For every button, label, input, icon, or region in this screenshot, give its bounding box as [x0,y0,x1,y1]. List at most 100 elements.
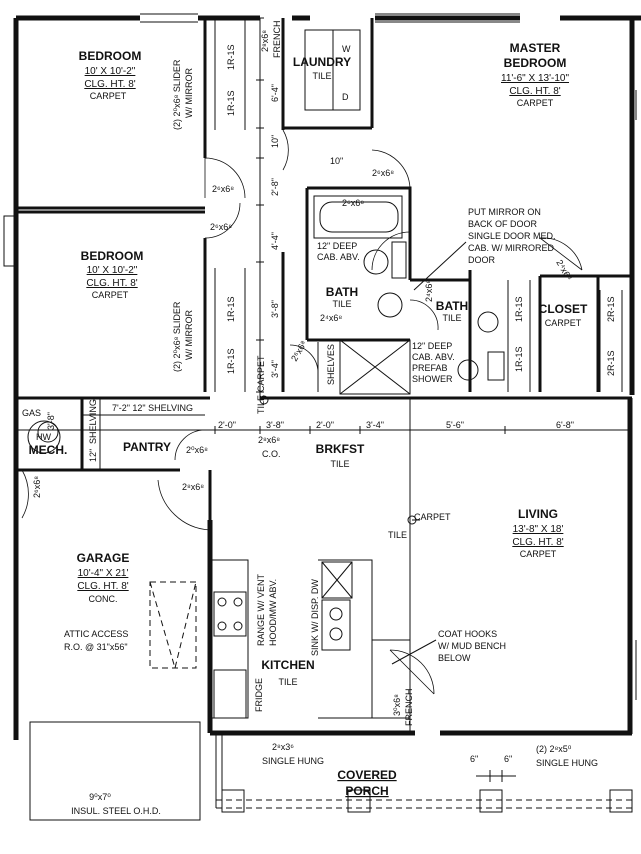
shelf-note-2: 1R-1S [226,90,236,116]
carpet-transition-2: CARPET [414,512,451,522]
door-labels: 2⁶x6⁸ 2⁶x6⁸ 2⁶x6⁸ 2⁴x6⁸ 2⁴x6⁸ 2⁴x6⁸ 2⁰x6… [32,168,574,498]
room-bedroom-2: BEDROOM 10' X 10'-2" CLG. HT. 8' CARPET [81,249,144,300]
dim-4-4: 4'-4" [270,232,280,250]
closet-name: CLOSET [539,302,588,316]
room-garage: GARAGE 10'-4" X 21' CLG. HT. 8' CONC. [77,551,130,604]
mirror-note-5: DOOR [468,255,496,265]
dim-2-8: 2'-8" [270,178,280,196]
shelving-side-2: SHELVING [88,399,98,444]
tile-transition-1: TILE [256,395,266,414]
range-note-1: RANGE W/ VENT [256,573,266,646]
door-label-10: 2⁸x6⁸ [182,482,204,492]
mirror-note-4: CAB. W/ MIRRORED [468,243,555,253]
annotations: (2) 2⁰x6⁸ SLIDER W/ MIRROR (2) 2⁰x6⁸ SLI… [64,21,616,817]
shelf-note-6: 1R-1S [514,346,524,372]
dim-3-4: 3'-4" [270,360,280,378]
bath-1-name: BATH [326,285,358,299]
window-right-size: (2) 2⁸x5⁰ [536,744,572,754]
french-door-top-size: 2⁸x6⁸ [260,30,270,52]
bath-2-name: BATH [436,299,468,313]
dim-3-8-mech: 3'-8" [46,412,56,430]
slider-note-1b: W/ MIRROR [184,68,194,118]
bath-2-floor: TILE [442,313,461,323]
washer-label: W [342,44,351,54]
kitchen-name: KITCHEN [261,658,314,672]
dim-10-vertical: 10" [270,135,280,148]
fridge-note: FRIDGE [254,678,264,712]
bath-1-floor: TILE [332,299,351,309]
closet-floor: CARPET [545,318,582,328]
dim-6-8: 6'-8" [556,420,574,430]
shelf-note-1: 1R-1S [226,44,236,70]
bedroom-1-name: BEDROOM [79,49,142,63]
laundry-floor: TILE [312,71,331,81]
door-label-7: 2⁰x6⁸ [186,445,208,455]
window-right-type: SINGLE HUNG [536,758,598,768]
garage-ceiling: CLG. HT. 8' [77,581,128,592]
door-label-5: 2⁴x6⁸ [424,280,434,302]
shelf-note-3: 1R-1S [226,296,236,322]
dim-3-4-horizontal: 3'-4" [366,420,384,430]
range-note-2: HOOD/MW ABV. [268,579,278,646]
cab-note-1a: 12" DEEP [317,241,357,251]
shelving-top-note: 7'-2" 12" SHELVING [112,403,193,413]
cleanout-note: C.O. [262,449,281,459]
bedroom-1-dims: 10' X 10'-2" [85,66,136,77]
master-name-line2: BEDROOM [504,56,567,70]
master-name-line1: MASTER [510,41,561,55]
shelves-note: SHELVES [326,344,336,385]
room-laundry: LAUNDRY TILE W D [293,44,351,102]
master-floor: CARPET [517,98,554,108]
bedroom-2-dims: 10' X 10'-2" [87,265,138,276]
door-label-4: 2⁴x6⁸ [320,313,342,323]
master-ceiling: CLG. HT. 8' [509,86,560,97]
attic-note-2: R.O. @ 31"x56" [64,642,128,652]
sink-note: SINK W/ DISP. DW [310,579,320,656]
living-ceiling: CLG. HT. 8' [512,537,563,548]
dim-3-8: 3'-8" [270,300,280,318]
french-door-front-size: 3⁰x6⁸ [392,694,402,716]
window-left-type: SINGLE HUNG [262,756,324,766]
slider-note-1a: (2) 2⁰x6⁸ SLIDER [172,59,182,130]
room-pantry: PANTRY [123,440,171,454]
shelf-note-4: 1R-1S [226,348,236,374]
door-label-12: 2⁶x6⁸ [342,198,364,208]
door-label-2: 2⁶x6⁸ [210,222,232,232]
bedroom-1-floor: CARPET [90,91,127,101]
mech-name: MECH. [29,443,68,457]
shelf-note-7: 2R-1S [606,296,616,322]
dim-6-4: 6'-4" [270,84,280,102]
kitchen-floor: TILE [278,677,297,687]
coat-note-1: COAT HOOKS [438,629,497,639]
room-master-bedroom: MASTER BEDROOM 11'-6" X 13'-10" CLG. HT.… [501,41,569,108]
attic-note-1: ATTIC ACCESS [64,629,128,639]
room-closet: CLOSET CARPET [539,302,588,328]
room-mech: GAS HW MECH. [22,408,67,457]
room-bath-2: BATH TILE [436,299,468,323]
cab-note-2a: 12" DEEP [412,341,452,351]
room-living: LIVING 13'-8" X 18' CLG. HT. 8' CARPET [512,507,563,559]
door-label-3: 2⁶x6⁸ [372,168,394,178]
laundry-name: LAUNDRY [293,55,351,69]
mirror-note-2: BACK OF DOOR [468,219,538,229]
shelf-note-5: 1R-1S [514,296,524,322]
room-breakfast: BRKFST TILE [316,442,365,469]
dim-3-8-horizontal: 3'-8" [266,420,284,430]
coat-note-3: BELOW [438,653,471,663]
garage-door-size: 9⁰x7⁰ [89,792,111,802]
room-kitchen: KITCHEN TILE [261,658,314,687]
shelving-side-1: 12" [88,449,98,462]
pantry-name: PANTRY [123,440,171,454]
dim-2-0: 2'-0" [218,420,236,430]
tile-transition-2: TILE [388,530,407,540]
dim-2-0-b: 2'-0" [316,420,334,430]
bedroom-1-ceiling: CLG. HT. 8' [84,79,135,90]
mirror-note-3: SINGLE DOOR MED. [468,231,556,241]
bedroom-2-ceiling: CLG. HT. 8' [86,278,137,289]
shower-note-1: PREFAB [412,363,448,373]
door-swings [21,129,583,695]
cab-note-2b: CAB. ABV. [412,352,455,362]
french-door-front-label: FRENCH [404,689,414,727]
dim-10-horizontal: 10" [330,156,343,166]
